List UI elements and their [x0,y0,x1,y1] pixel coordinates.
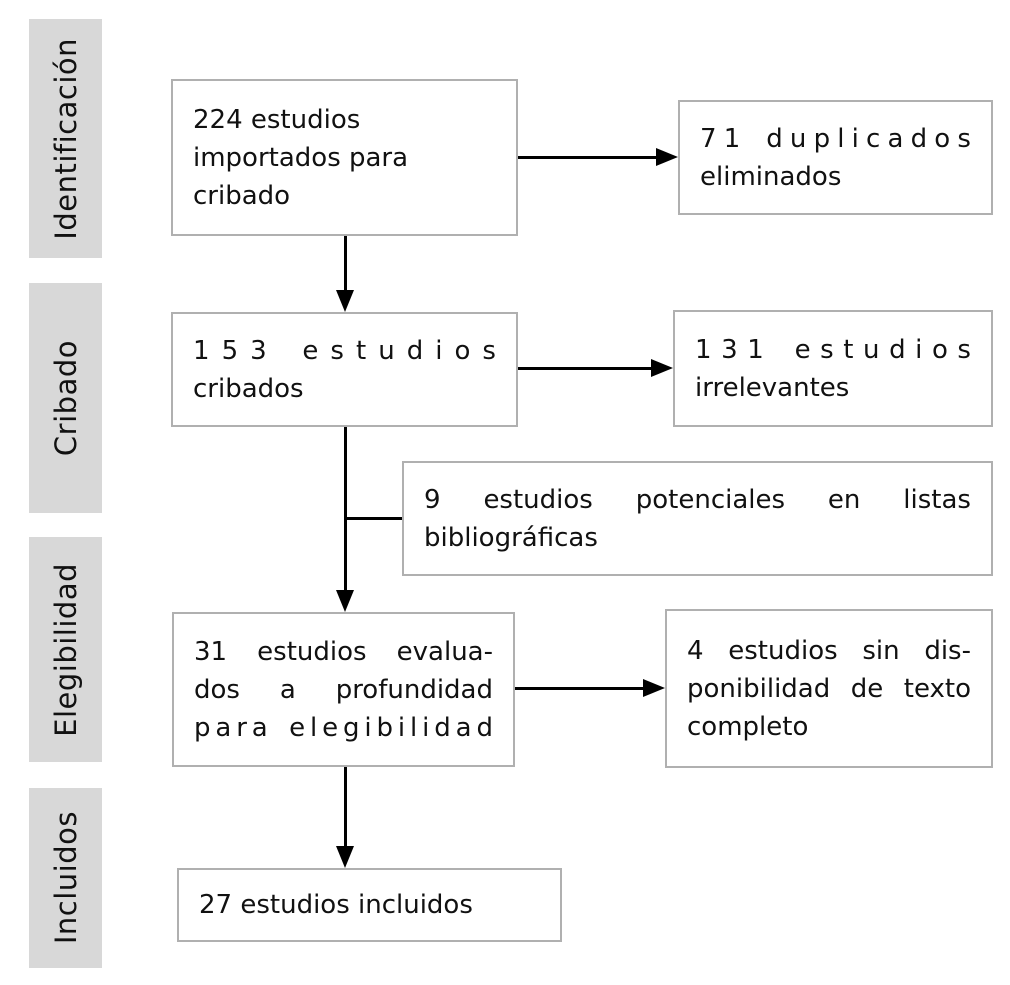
stage-bar-identificacion: Identificación [29,19,102,258]
stage-label-cribado: Cribado [48,339,83,457]
arrowhead-down-icon [336,590,354,612]
arrow-shaft [518,367,651,370]
box-imported-studies: 224 estudios importados para cribado [171,79,518,236]
stage-bar-cribado: Cribado [29,283,102,513]
text-line: cribados [193,373,304,404]
stage-bar-incluidos: Incluidos [29,788,102,968]
arrow-shaft [344,427,347,592]
arrowhead-down-icon [336,290,354,312]
arrowhead-right-icon [656,148,678,166]
arrowhead-right-icon [651,359,673,377]
text-line: irrelevantes [695,372,850,403]
text-line: eliminados [700,161,842,192]
text-line: importados para [193,142,409,173]
box-included-studies: 27 estudios incluidos [177,868,562,942]
arrowhead-down-icon [336,846,354,868]
stage-label-incluidos: Incluidos [48,811,83,945]
stage-label-identificacion: Identificación [48,37,83,240]
arrow-shaft [344,767,347,848]
text-line: cribado [193,180,291,211]
arrow-shaft [518,156,656,159]
text-line: bibliográficas [424,522,598,553]
arrow-shaft [344,236,347,292]
text-line: 224 estudios [193,104,361,135]
arrow-shaft [515,687,643,690]
stage-label-elegibilidad: Elegibilidad [48,562,83,737]
text-line: completo [687,711,809,742]
stage-bar-elegibilidad: Elegibilidad [29,537,102,762]
connector-shaft [345,517,402,520]
arrowhead-right-icon [643,679,665,697]
text-line: 27 estudios incluidos [199,890,473,920]
